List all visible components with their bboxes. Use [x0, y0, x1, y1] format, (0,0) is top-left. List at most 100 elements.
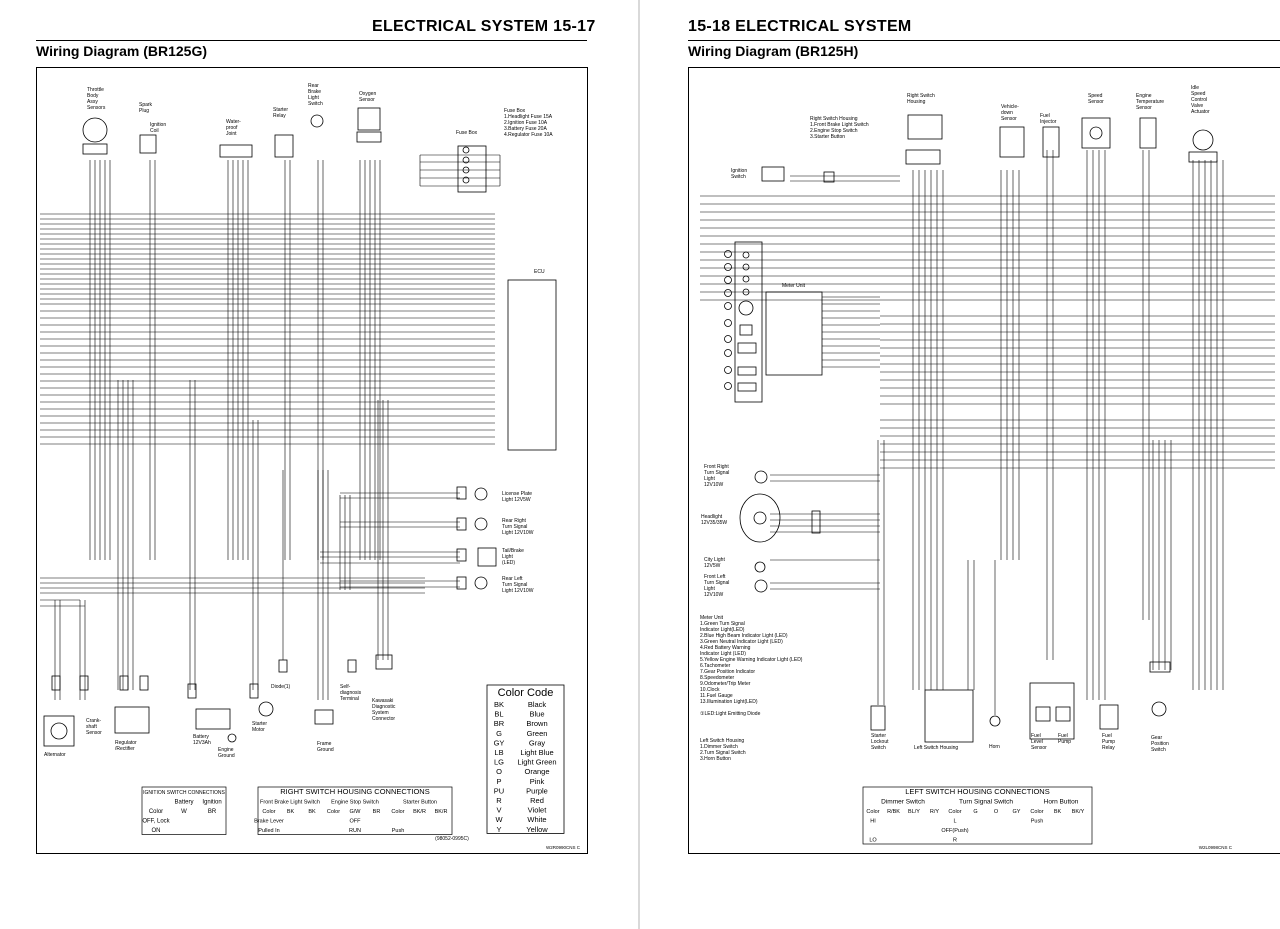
frame-ground-label: Ground: [317, 747, 334, 753]
indicator-led-icon: [742, 263, 750, 271]
engine-temp-sensor-icon: [1139, 117, 1157, 149]
left-switch-table-group: Turn Signal Switch: [959, 799, 1013, 806]
kawasaki-diag-label: Diagnostic: [372, 704, 396, 710]
meter-unit-box: [765, 291, 823, 376]
tail-brake-label: Light: [502, 554, 513, 560]
throttle-sensor-label: Throttle: [87, 87, 104, 93]
oxygen-sensor-icon: [357, 107, 381, 131]
right-switch-housing-label: Housing: [907, 99, 926, 105]
left-switch-table-cell: LO: [869, 838, 877, 844]
right-switch-table-cell: Push: [392, 828, 405, 834]
engine-ground-label: Ground: [218, 753, 235, 759]
color-code-abbr: GY: [494, 738, 505, 747]
right-page-header: 15-18 ELECTRICAL SYSTEM: [688, 18, 912, 35]
indicator-led-icon: [742, 275, 750, 283]
gear-position-switch-label: Position: [1151, 741, 1169, 747]
color-code-abbr: P: [496, 777, 501, 786]
right-switch-table-cell: RUN: [349, 828, 361, 834]
left-switch-table-cell: Push: [1031, 819, 1044, 825]
right-switch-table-color: BK: [308, 809, 316, 815]
frame-ground-icon: [314, 709, 334, 725]
left-switch-legend: 2.Turn Signal Switch: [700, 750, 746, 756]
tail-brake-light-icon: [477, 547, 497, 567]
right-switch-table-color: Color: [391, 809, 404, 815]
connector-icon: [456, 548, 467, 562]
fuse-icon: [462, 176, 470, 184]
ignition-connector: [823, 171, 835, 183]
crankshaft-sensor-label: shaft: [86, 724, 97, 730]
right-switch-legend: 2.Engine Stop Switch: [810, 128, 858, 134]
right-page-title: Wiring Diagram (BR125H): [688, 43, 859, 59]
connector-icon: [79, 675, 89, 691]
starter-motor-label: Motor: [252, 727, 265, 733]
gear-position-switch-icon: [1151, 701, 1167, 717]
right-switch-table: [257, 786, 453, 835]
city-light-label: City Light: [704, 557, 725, 563]
wire-bundle: [40, 150, 1275, 715]
fuel-injector-label: Injector: [1040, 119, 1057, 125]
meter-indicator-column: [734, 241, 763, 403]
ignition-switch-icon: [761, 166, 785, 182]
indicator-led-icon: [742, 288, 750, 296]
color-code-abbr: W: [495, 815, 503, 824]
fuse-box-legend: 2.Ignition Fuse 10A: [504, 120, 548, 126]
color-code-abbr: V: [496, 806, 501, 815]
idle-speed-actuator-label: Control: [1191, 97, 1207, 103]
fuel-pump-relay-label: Relay: [1102, 745, 1115, 751]
self-diag-terminal-icon: [347, 659, 357, 673]
color-code-abbr: Y: [496, 825, 501, 834]
left-switch-table-color: BK: [1054, 809, 1062, 815]
rear-left-turn-label: Turn Signal: [502, 582, 527, 588]
throttle-sensor-label: Assy: [87, 99, 98, 105]
gear-position-switch-label: Switch: [1151, 747, 1166, 753]
left-switch-table-title: LEFT SWITCH HOUSING CONNECTIONS: [905, 787, 1049, 796]
fuse-icon: [462, 146, 470, 154]
color-code-abbr: BL: [494, 710, 503, 719]
horn-label: Horn: [989, 744, 1000, 750]
engine-temp-sensor-label: Engine: [1136, 93, 1152, 99]
callout-number-icon: [724, 302, 732, 310]
engine-ground-icon: [227, 733, 237, 743]
ecu-box: [507, 279, 557, 451]
color-code-name: Yellow: [526, 825, 548, 834]
idle-actuator-connector: [1188, 151, 1218, 163]
callout-number-icon: [724, 289, 732, 297]
idle-speed-actuator-label: Actuator: [1191, 109, 1210, 115]
right-switch-table-cell: Brake Lever: [254, 819, 284, 825]
fuel-gauge-icon: [737, 382, 757, 392]
right-switch-table-group: Front Brake Light Switch: [260, 800, 320, 806]
ignition-table: [141, 786, 227, 835]
fuse-box-legend: 1.Headlight Fuse 15A: [504, 114, 553, 120]
speed-sensor-disk-icon: [1089, 126, 1103, 140]
throttle-sensor-label: Sensors: [87, 105, 106, 111]
left-switch-legend: 3.Horn Button: [700, 756, 731, 762]
engine-ground-label: Engine: [218, 747, 234, 753]
license-light-label: Light 12V5W: [502, 497, 531, 503]
color-code-name: Black: [528, 700, 547, 709]
regulator-icon: [114, 706, 150, 734]
left-switch-table-color: R/BK: [887, 809, 900, 815]
self-diag-label: diagnosis: [340, 690, 362, 696]
ignition-coil-icon: [139, 134, 157, 154]
left-switch-table-color: Color: [866, 809, 879, 815]
rear-brake-switch-label: Light: [308, 95, 319, 101]
front-left-turn-icon: [754, 579, 768, 593]
tachometer-icon: [738, 300, 754, 316]
city-light-label: 12V5W: [704, 563, 721, 569]
starter-lockout-label: Switch: [871, 745, 886, 751]
fuel-pump-assembly-icon: [1029, 682, 1075, 740]
ignition-table-title: IGNITION SWITCH CONNECTIONS: [143, 790, 225, 796]
right-switch-table-color: Color: [262, 809, 275, 815]
connector-icon: [249, 683, 259, 699]
front-right-turn-label: Turn Signal: [704, 470, 729, 476]
meter-legend: 5.Yellow Engine Warning Indicator Light …: [700, 657, 803, 663]
rear-right-turn-icon: [474, 517, 488, 531]
right-header-rule: [688, 40, 1280, 41]
fuse-box-legend: 4.Regulator Fuse 10A: [504, 132, 553, 138]
color-code-abbr: LG: [494, 758, 504, 767]
color-code-name: White: [527, 815, 546, 824]
part-number-label: (98052-0995C): [435, 836, 469, 842]
tail-brake-label: Tail/Brake: [502, 548, 524, 554]
right-diagram-frame: [688, 67, 1280, 854]
starter-lockout-label: Lockout: [871, 739, 889, 745]
